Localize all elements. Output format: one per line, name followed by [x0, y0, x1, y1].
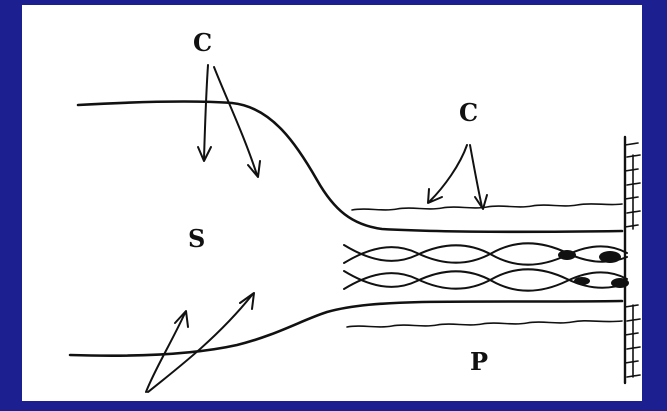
label-c-top: C: [193, 28, 213, 57]
fiber-strand: [343, 244, 628, 266]
fiber-nodule: [599, 251, 621, 263]
arrows-c-top: [197, 64, 261, 178]
fiber-strand: [343, 270, 628, 292]
fiber-nodule: [558, 250, 576, 260]
tube-upper-outer-wall: [351, 203, 623, 211]
fiber-nodule: [611, 278, 629, 288]
lower-vessel-wall: [68, 299, 624, 357]
label-s: S: [188, 224, 206, 253]
diagram-drawing: [68, 64, 641, 393]
diagram-sheet: C C S P: [22, 5, 642, 401]
label-p: P: [470, 347, 489, 376]
right-wall-hatching: [624, 142, 641, 378]
arrows-c-right: [427, 144, 488, 210]
tube-lower-outer-wall: [346, 320, 623, 328]
fiber-strand: [343, 242, 628, 264]
arrows-bottom-left: [145, 292, 255, 393]
label-c-right: C: [459, 98, 479, 127]
upper-vessel-wall: [76, 100, 624, 234]
fiber-nodule: [574, 277, 590, 285]
